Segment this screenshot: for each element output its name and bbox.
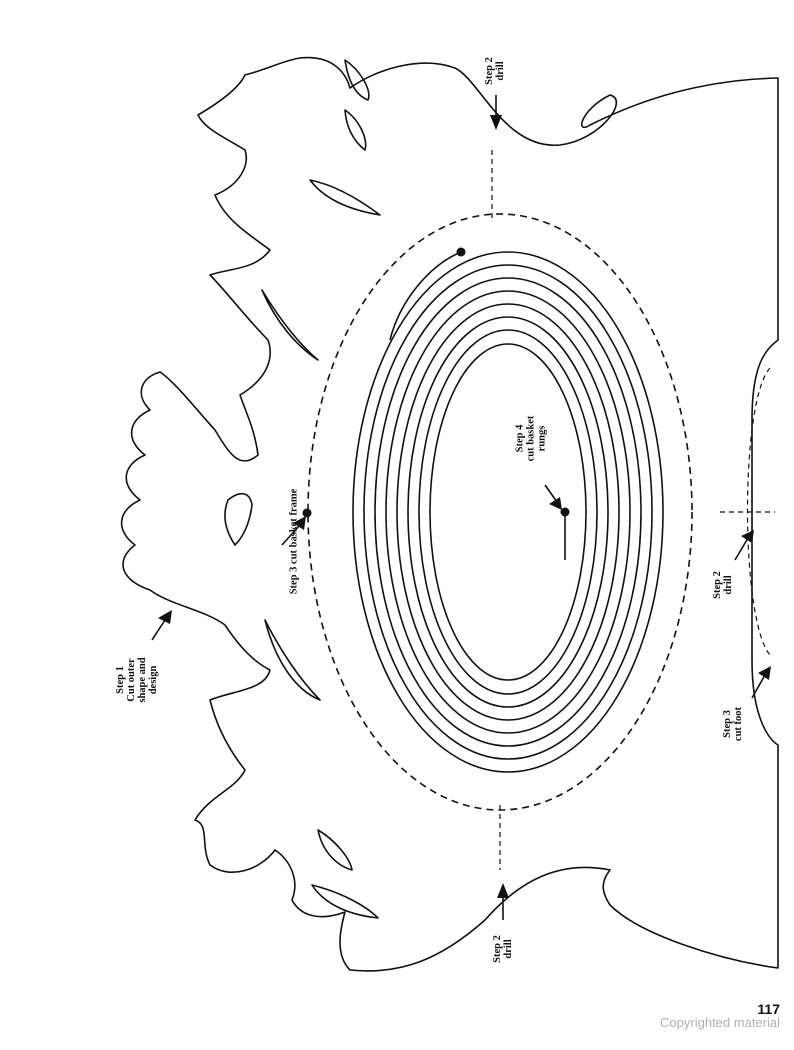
step3-frame-arrow xyxy=(281,524,301,546)
leaf-cutout xyxy=(344,59,370,101)
rung-tail xyxy=(389,251,462,341)
basket-rungs xyxy=(352,251,664,773)
leaf-cutout xyxy=(264,619,321,701)
step4-label-line2: cut basket xyxy=(525,415,537,462)
leaf-cutout xyxy=(309,179,381,216)
step4-label: Step 4 cut basket rungs xyxy=(515,404,548,474)
step2-bottom-label-line2: drill xyxy=(503,939,514,959)
basket-frame-dashed-line xyxy=(307,213,693,811)
step1-label-line1: Step 1 xyxy=(115,666,126,694)
step3-foot-label: Step 3 cut foot xyxy=(722,699,744,749)
step2-foot-label: Step 2 drill xyxy=(712,562,734,608)
step1-label-line3: shape and xyxy=(137,657,148,703)
step3-foot-arrow xyxy=(751,674,766,699)
step2-top-label: Step 2 drill xyxy=(484,48,506,94)
step1-label: Step 1 Cut outer shape and design xyxy=(115,635,159,725)
foot-cut-dashed-line xyxy=(746,367,771,656)
step2-bottom-label: Step 2 drill xyxy=(492,926,514,972)
step4-arrow xyxy=(544,484,558,503)
step2-foot-arrow xyxy=(734,537,749,561)
copyright-watermark: Copyrighted material xyxy=(660,1015,780,1030)
leaf-cutout xyxy=(311,884,379,919)
page-number: 117 xyxy=(757,1001,780,1017)
step4-label-line3: rungs xyxy=(536,425,548,452)
step3-frame-label: Step 3 cut basket frame xyxy=(289,472,300,612)
leaf-cutout xyxy=(317,829,353,871)
outer-shape-outline xyxy=(120,56,779,972)
step4-label-line1: Step 4 xyxy=(514,424,526,453)
step1-arrow xyxy=(151,619,166,641)
petal-cutout xyxy=(224,492,253,546)
step2-foot-label-line1: Step 2 xyxy=(712,571,723,599)
leaf-cutout xyxy=(261,289,319,361)
leaf-cutout xyxy=(344,109,367,151)
step2-top-label-line1: Step 2 xyxy=(484,57,495,85)
step2-bottom-label-line1: Step 2 xyxy=(492,935,503,963)
step1-label-line4: design xyxy=(148,665,159,695)
step1-label-line2: Cut outer xyxy=(126,658,137,702)
step3-foot-label-line1: Step 3 xyxy=(722,710,733,738)
step2-top-label-line2: drill xyxy=(495,61,506,81)
step2-foot-label-line2: drill xyxy=(723,575,734,595)
step3-foot-label-line2: cut foot xyxy=(733,706,744,742)
step3-frame-label-text: Step 3 cut basket frame xyxy=(288,488,300,595)
drill-point-frame xyxy=(302,508,312,518)
